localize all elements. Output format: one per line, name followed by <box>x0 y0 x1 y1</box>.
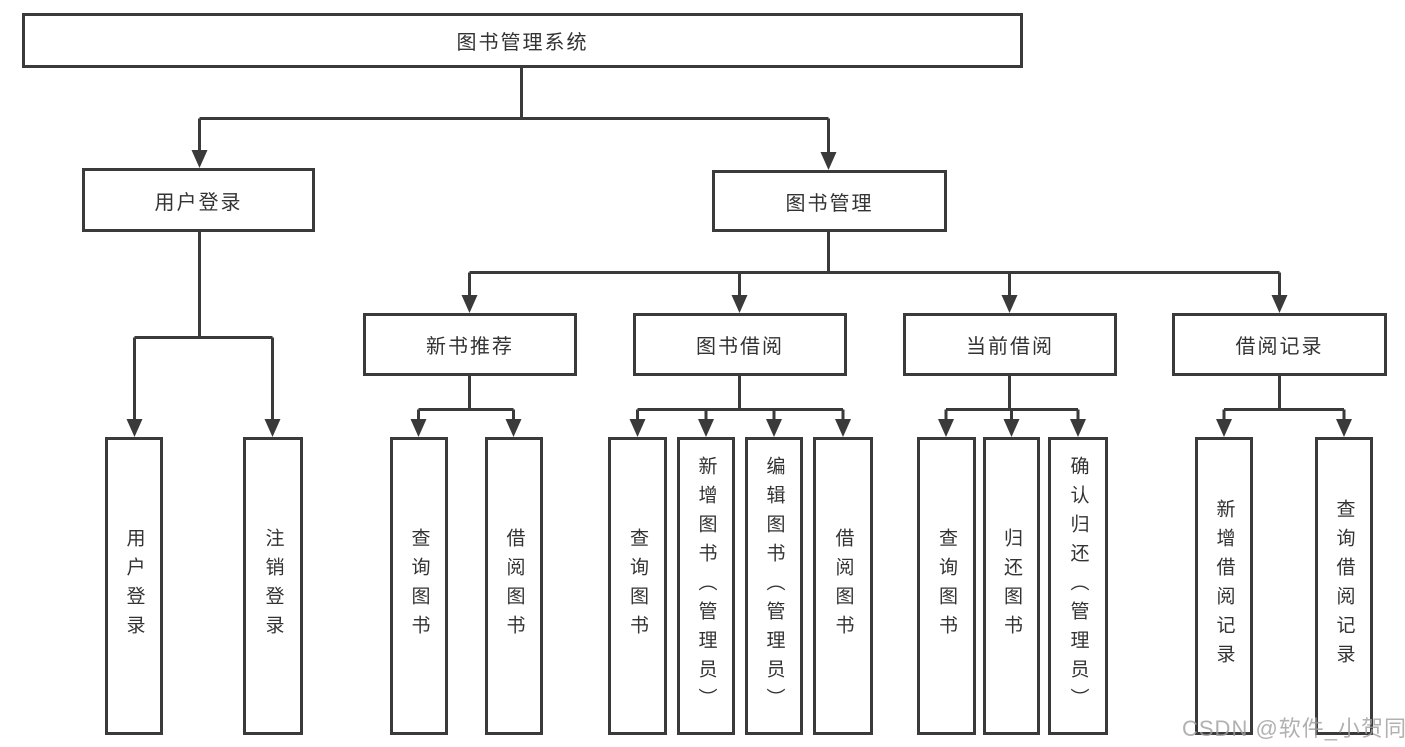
connector-login-to-children <box>133 232 274 421</box>
node-leaf-logout: 注销登录 <box>243 437 303 735</box>
leaf-label: 借阅图书 <box>503 528 525 644</box>
leaf-label: 查询图书 <box>408 528 430 644</box>
node-leaf-user-login: 用户登录 <box>105 437 163 735</box>
node-current-borrow: 当前借阅 <box>903 313 1117 376</box>
node-leaf-edit-books-admin: 编辑图书（管理员） <box>745 437 803 735</box>
node-current-borrow-label: 当前借阅 <box>966 336 1054 358</box>
leaf-label: 借阅图书 <box>832 528 854 644</box>
node-borrow-record-label: 借阅记录 <box>1235 336 1324 358</box>
connector-borrow-to-children <box>636 376 845 421</box>
leaf-label: 编辑图书（管理员） <box>763 455 785 717</box>
leaf-label: 注销登录 <box>262 528 284 644</box>
node-borrow-record: 借阅记录 <box>1172 313 1387 376</box>
node-leaf-borrow-books-recommend: 借阅图书 <box>485 437 543 735</box>
node-leaf-query-books-borrow: 查询图书 <box>608 437 667 735</box>
node-leaf-confirm-return-admin: 确认归还（管理员） <box>1048 437 1108 735</box>
node-new-book-recommend-label: 新书推荐 <box>426 336 514 358</box>
connector-bookmgmt-to-level3 <box>468 232 1281 297</box>
node-leaf-query-borrow-record: 查询借阅记录 <box>1315 437 1373 735</box>
node-book-management: 图书管理 <box>712 170 947 232</box>
node-leaf-borrow-books: 借阅图书 <box>813 437 873 735</box>
node-leaf-query-books-recommend: 查询图书 <box>390 437 448 735</box>
leaf-label: 查询图书 <box>627 528 648 644</box>
node-new-book-recommend: 新书推荐 <box>363 313 577 376</box>
node-leaf-query-books-current: 查询图书 <box>917 437 976 735</box>
leaf-label: 用户登录 <box>123 528 145 644</box>
leaf-label: 新增图书（管理员） <box>695 455 717 717</box>
connector-current-to-children <box>944 376 1080 421</box>
node-root: 图书管理系统 <box>22 13 1023 68</box>
node-root-label: 图书管理系统 <box>456 32 589 54</box>
node-book-borrow-label: 图书借阅 <box>696 336 784 358</box>
leaf-label: 查询借阅记录 <box>1333 499 1355 673</box>
node-leaf-return-books: 归还图书 <box>983 437 1040 735</box>
node-leaf-add-borrow-record: 新增借阅记录 <box>1195 437 1253 735</box>
node-leaf-add-books-admin: 新增图书（管理员） <box>677 437 735 735</box>
connector-record-to-children <box>1222 376 1346 421</box>
connector-newbook-to-children <box>417 376 515 421</box>
connector-root-to-level2 <box>198 68 830 154</box>
node-user-login: 用户登录 <box>82 168 315 232</box>
leaf-label: 新增借阅记录 <box>1213 499 1235 673</box>
leaf-label: 归还图书 <box>1001 528 1022 644</box>
leaf-label: 确认归还（管理员） <box>1067 455 1089 717</box>
node-book-management-label: 图书管理 <box>785 192 874 215</box>
node-book-borrow: 图书借阅 <box>633 313 847 376</box>
leaf-label: 查询图书 <box>936 528 957 644</box>
node-user-login-label: 用户登录 <box>154 191 243 214</box>
